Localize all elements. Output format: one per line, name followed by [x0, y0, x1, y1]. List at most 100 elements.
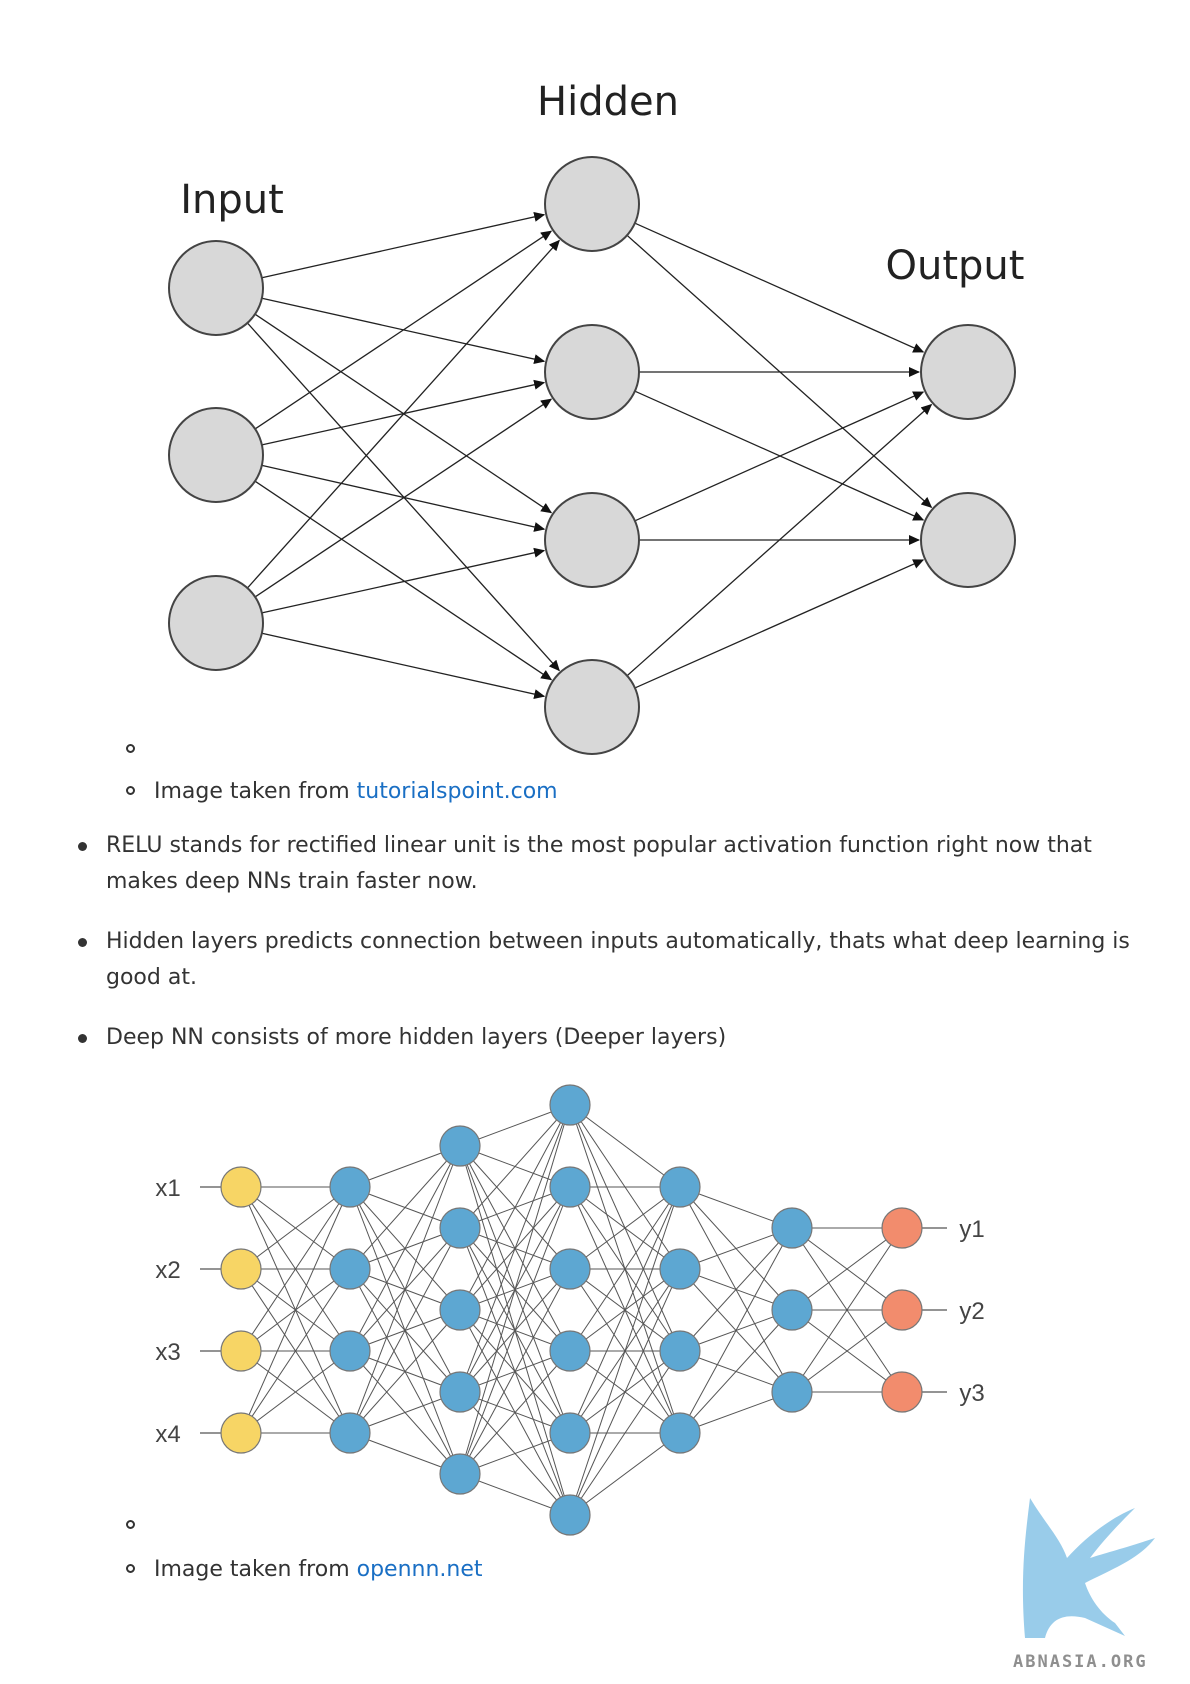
hidden-node	[549, 1248, 591, 1290]
hidden-node	[544, 156, 640, 252]
hidden-node	[544, 492, 640, 588]
hidden-node	[439, 1453, 481, 1495]
caption-prefix: Image taken from	[154, 779, 357, 804]
list-item-text: Deep NN consists of more hidden layers (…	[106, 1025, 727, 1050]
connection-arrow	[634, 559, 925, 689]
list-item-text: RELU stands for rectified linear unit is…	[106, 833, 1092, 894]
hidden-node	[659, 1166, 701, 1208]
input-node	[168, 575, 264, 671]
output-node	[881, 1371, 923, 1413]
hidden-node	[439, 1125, 481, 1167]
hidden-node	[549, 1330, 591, 1372]
connection-line	[240, 1268, 351, 1434]
input-label: x2	[155, 1257, 180, 1284]
source-link-opennn[interactable]: opennn.net	[356, 1557, 483, 1582]
hidden-node	[329, 1330, 371, 1372]
hollow-bullet-icon	[126, 1520, 135, 1529]
hidden-node	[771, 1371, 813, 1413]
connection-arrow	[261, 547, 546, 614]
connection-line	[569, 1268, 681, 1516]
hidden-node	[329, 1412, 371, 1454]
connection-line	[569, 1104, 681, 1188]
hidden-node	[771, 1207, 813, 1249]
source-link-tutorialspoint[interactable]: tutorialspoint.com	[356, 779, 558, 804]
connection-line	[569, 1186, 681, 1352]
hollow-bullet-icon	[126, 744, 135, 753]
caption-prefix: Image taken from	[154, 1557, 357, 1582]
connection-line	[459, 1268, 571, 1475]
input-label: x3	[155, 1339, 180, 1366]
connection-line	[791, 1309, 903, 1393]
list-item-text: Hidden layers predicts connection betwee…	[106, 929, 1130, 990]
output-layer-label: Output	[886, 243, 1025, 289]
hidden-node	[771, 1289, 813, 1331]
connection-arrow	[261, 211, 546, 279]
connection-line	[569, 1186, 681, 1434]
hidden-node	[439, 1289, 481, 1331]
hidden-node	[549, 1084, 591, 1126]
connection-line	[240, 1350, 351, 1434]
hidden-node	[659, 1330, 701, 1372]
output-node	[920, 324, 1016, 420]
output-node	[881, 1289, 923, 1331]
hidden-node	[549, 1412, 591, 1454]
connection-line	[240, 1186, 351, 1270]
connection-line	[349, 1227, 461, 1434]
connection-line	[349, 1145, 461, 1270]
hidden-node	[544, 324, 640, 420]
connection-arrow	[261, 632, 546, 700]
neural-network-diagram-simple: Hidden Input Output	[168, 79, 1025, 755]
input-layer-label: Input	[180, 177, 284, 223]
output-label: y2	[959, 1298, 984, 1325]
connection-arrow	[254, 230, 553, 430]
connection-line	[240, 1186, 351, 1434]
connection-arrow	[246, 239, 560, 589]
connection-line	[791, 1227, 903, 1393]
connection-arrow	[261, 464, 546, 532]
connection-line	[240, 1186, 351, 1352]
connection-line	[459, 1104, 571, 1311]
output-label: y3	[959, 1380, 984, 1407]
connection-arrow	[634, 390, 925, 521]
hollow-bullet-icon	[126, 1564, 135, 1573]
hidden-layer-label: Hidden	[537, 79, 679, 125]
connection-line	[679, 1227, 793, 1352]
output-label: y1	[959, 1216, 984, 1243]
input-node	[220, 1412, 262, 1454]
input-node	[220, 1166, 262, 1208]
bullet-icon	[78, 842, 87, 851]
hidden-node	[659, 1412, 701, 1454]
output-node	[920, 492, 1016, 588]
connection-line	[679, 1309, 793, 1434]
connection-line	[459, 1350, 571, 1475]
connection-line	[349, 1309, 461, 1434]
hidden-node	[544, 659, 640, 755]
hidden-node	[659, 1248, 701, 1290]
hidden-node	[329, 1166, 371, 1208]
connection-line	[569, 1350, 681, 1516]
connection-arrow	[626, 234, 933, 509]
connection-arrow	[634, 391, 925, 522]
connection-line	[569, 1186, 681, 1270]
connection-line	[459, 1104, 571, 1393]
connection-line	[569, 1186, 681, 1516]
hollow-bullet-icon	[126, 786, 135, 795]
connection-arrow	[626, 403, 933, 677]
watermark-text: ABNASIA.ORG	[1013, 1652, 1148, 1672]
griffin-logo-icon	[1022, 1498, 1155, 1638]
input-label: x1	[155, 1175, 180, 1202]
connection-arrow	[254, 480, 553, 681]
hidden-node	[549, 1494, 591, 1536]
hidden-node	[549, 1166, 591, 1208]
output-node	[881, 1207, 923, 1249]
connection-arrow	[634, 222, 925, 353]
bullet-icon	[78, 1034, 87, 1043]
connection-line	[459, 1104, 571, 1475]
connection-line	[569, 1432, 681, 1516]
input-node	[168, 407, 264, 503]
connection-line	[791, 1227, 903, 1311]
connection-line	[349, 1145, 461, 1352]
connection-line	[679, 1227, 793, 1434]
input-node	[168, 240, 264, 336]
